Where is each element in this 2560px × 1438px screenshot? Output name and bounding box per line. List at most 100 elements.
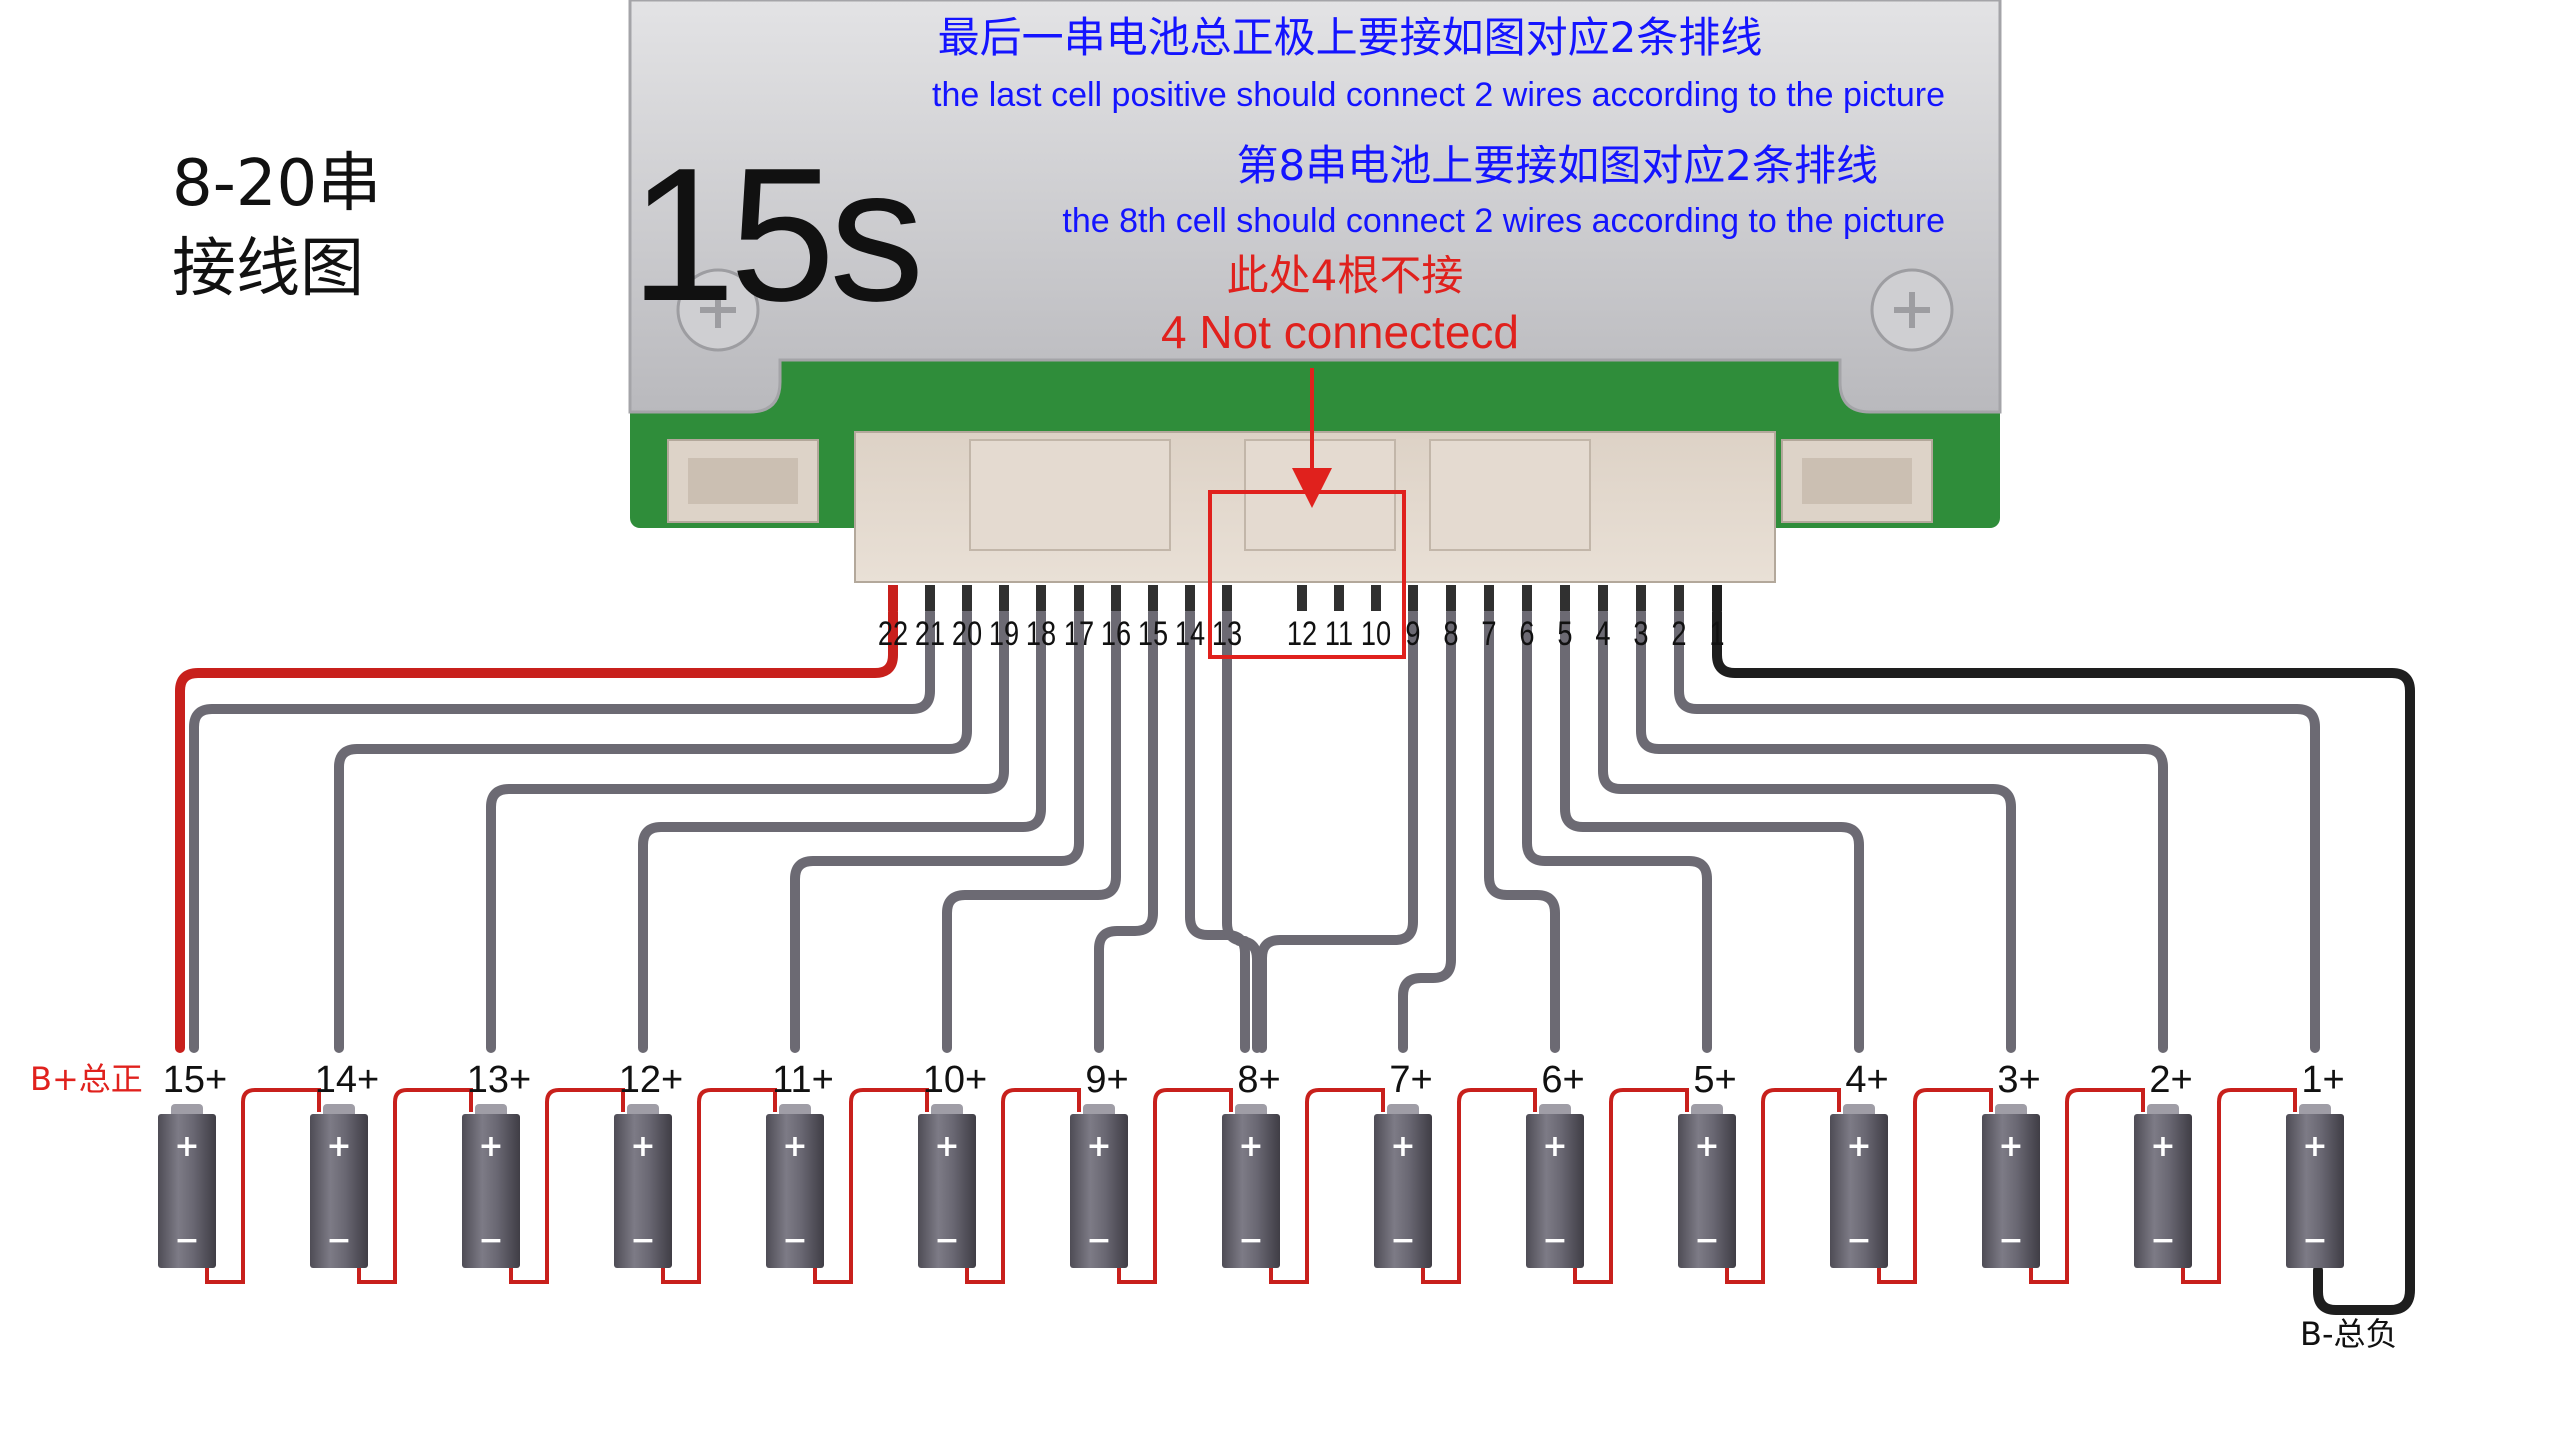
wire-pin-2 (1674, 607, 2320, 1053)
pin-3 (1636, 585, 1646, 611)
cell-label: 10+ (923, 1059, 987, 1101)
pin-16 (1111, 585, 1121, 611)
pin-19 (999, 585, 1009, 611)
plus-sign: + (630, 1129, 655, 1164)
cell-label: 5+ (1693, 1059, 1736, 1101)
battery-body (1070, 1114, 1128, 1268)
pin-label-11: 11 (1325, 614, 1353, 653)
wires (175, 607, 2415, 1315)
plus-sign: + (326, 1129, 351, 1164)
wire-pin-7 (1484, 607, 1560, 1053)
minus-sign: − (1542, 1223, 1567, 1258)
cell-label: 8+ (1237, 1059, 1280, 1101)
title-line-1: 8-20串 (172, 147, 381, 221)
series-link-11 (1725, 1088, 1841, 1284)
pin-18 (1036, 585, 1046, 611)
cell-label: 2+ (2149, 1059, 2192, 1101)
minus-sign: − (326, 1223, 351, 1258)
battery-cell-8+: 8++− (1222, 1059, 1281, 1268)
battery-cell-13+: 13++− (462, 1059, 531, 1268)
wire-pin-6 (1522, 607, 1712, 1053)
pin-label-3: 3 (1633, 614, 1648, 653)
pin-label-4: 4 (1595, 614, 1610, 653)
series-link-3 (509, 1088, 625, 1284)
note-cell8-en: the 8th cell should connect 2 wires acco… (1062, 202, 1945, 240)
pin-label-21: 21 (915, 614, 945, 653)
b-plus-label: B+总正 (30, 1060, 143, 1098)
pin-5 (1560, 585, 1570, 611)
plus-sign: + (478, 1129, 503, 1164)
metal-cover (628, 0, 2002, 414)
pin-label-19: 19 (989, 614, 1019, 653)
screw-left (676, 268, 760, 352)
series-link-1 (205, 1088, 321, 1284)
battery-cell-3+: 3++− (1982, 1059, 2041, 1268)
plus-sign: + (1998, 1129, 2023, 1164)
note-last-cell-en: the last cell positive should connect 2 … (932, 76, 1945, 114)
pin-label-1: 1 (1709, 614, 1724, 653)
wire-pin-3 (1636, 607, 2168, 1053)
battery-body (614, 1114, 672, 1268)
wire-pin-14 (1185, 607, 1250, 1053)
battery-body (462, 1114, 520, 1268)
wire-pin-13 (1222, 607, 1262, 1053)
battery-body (766, 1114, 824, 1268)
minus-sign: − (934, 1223, 959, 1258)
plus-sign: + (174, 1129, 199, 1164)
pin-6 (1522, 585, 1532, 611)
note-not-connected-en: 4 Not connectecd (1161, 306, 1519, 358)
pin-label-10: 10 (1361, 614, 1391, 653)
plus-sign: + (1542, 1129, 1567, 1164)
battery-body (1678, 1114, 1736, 1268)
minus-sign: − (2150, 1223, 2175, 1258)
battery-body (1982, 1114, 2040, 1268)
series-link-14 (2181, 1088, 2297, 1284)
series-link-8 (1269, 1088, 1385, 1284)
wire-pin-4 (1598, 607, 2016, 1053)
cell-label: 4+ (1845, 1059, 1888, 1101)
pin-label-17: 17 (1064, 614, 1094, 653)
minus-sign: − (1846, 1223, 1871, 1258)
series-link-6 (965, 1088, 1081, 1284)
cell-label: 1+ (2301, 1059, 2344, 1101)
battery-cell-4+: 4++− (1830, 1059, 1889, 1268)
battery-body (1526, 1114, 1584, 1268)
battery-cell-15+: 15++− (158, 1059, 227, 1268)
minus-sign: − (1998, 1223, 2023, 1258)
pin-15 (1148, 585, 1158, 611)
battery-cell-12+: 12++− (614, 1059, 683, 1268)
wire-pin-16 (942, 607, 1121, 1053)
cell-label: 14+ (315, 1059, 379, 1101)
series-link-9 (1421, 1088, 1537, 1284)
plus-sign: + (1238, 1129, 1263, 1164)
wire-pin-17 (790, 607, 1084, 1053)
minus-sign: − (2302, 1223, 2327, 1258)
board-model-label: 15s (630, 129, 918, 341)
battery-cell-11+: 11++− (766, 1059, 834, 1268)
cell-label: 7+ (1389, 1059, 1432, 1101)
not-connected-highlight-box (1208, 490, 1406, 659)
title-line-2: 接线图 (172, 232, 364, 306)
pin-10 (1371, 585, 1381, 611)
series-link-13 (2029, 1088, 2145, 1284)
pin-label-6: 6 (1519, 614, 1534, 653)
screw-right (1870, 268, 1954, 352)
pin-label-12: 12 (1287, 614, 1317, 653)
note-cell8-cn: 第8串电池上要接如图对应2条排线 (1237, 141, 1878, 190)
pin-label-9: 9 (1405, 614, 1420, 653)
minus-sign: − (1694, 1223, 1719, 1258)
wire-pin-20 (334, 607, 972, 1053)
battery-body (158, 1114, 216, 1268)
wire-pin-5 (1560, 607, 1864, 1053)
pin-label-7: 7 (1481, 614, 1496, 653)
pin-label-8: 8 (1443, 614, 1458, 653)
balance-connector (854, 431, 1776, 583)
pin-17 (1074, 585, 1084, 611)
pin-4 (1598, 585, 1608, 611)
battery-row: 15++−14++−13++−12++−11++−10++−9++−8++−7+… (158, 1059, 2345, 1268)
battery-cell-7+: 7++− (1374, 1059, 1433, 1268)
plus-sign: + (934, 1129, 959, 1164)
wire-pin-19 (486, 607, 1009, 1053)
wire-pin-9 (1257, 607, 1418, 1053)
wire-pin-8 (1398, 607, 1456, 1053)
